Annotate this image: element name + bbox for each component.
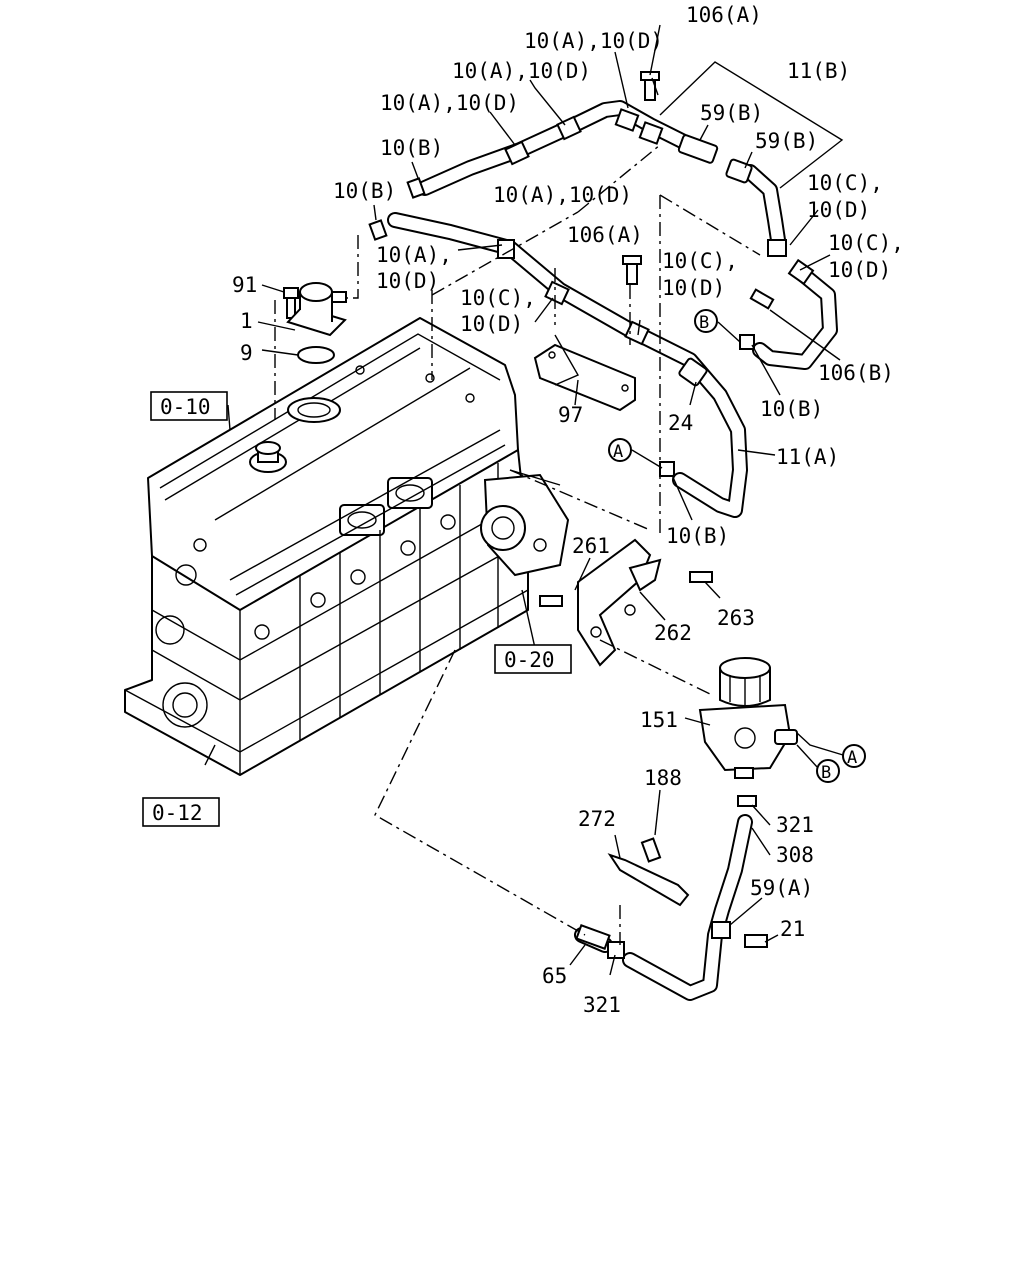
label-151: 151 bbox=[640, 708, 678, 732]
label-308: 308 bbox=[776, 843, 814, 867]
water-pump bbox=[480, 473, 570, 577]
label-261: 261 bbox=[572, 534, 610, 558]
callout-labels: 106(A) 10(A),10(D) 10(A),10(D) 10(A),10(… bbox=[232, 3, 904, 1017]
label-10a-left-a: 10(A), bbox=[376, 243, 452, 267]
svg-text:0-20: 0-20 bbox=[504, 648, 555, 672]
ref-box-0-10: 0-10 bbox=[150, 391, 228, 421]
label-10cd-3b: 10(D) bbox=[662, 276, 725, 300]
label-321-bot: 321 bbox=[583, 993, 621, 1017]
marker-a-left: A bbox=[608, 438, 632, 462]
label-10cd-1a: 10(C), bbox=[807, 171, 883, 195]
label-97: 97 bbox=[558, 403, 583, 427]
label-10cd-2b: 10(D) bbox=[828, 258, 891, 282]
label-1: 1 bbox=[240, 309, 253, 333]
fittings bbox=[283, 71, 815, 959]
marker-b-left: B bbox=[694, 309, 718, 333]
label-10ad-3: 10(A),10(D) bbox=[380, 91, 519, 115]
label-59b-1: 59(B) bbox=[700, 101, 763, 125]
label-10ad-2: 10(A),10(D) bbox=[452, 59, 591, 83]
label-10cd-4b: 10(D) bbox=[460, 312, 523, 336]
label-10ad-1: 10(A),10(D) bbox=[524, 29, 663, 53]
label-59b-2: 59(B) bbox=[755, 129, 818, 153]
connection-markers: A B A B bbox=[608, 309, 866, 783]
label-9: 9 bbox=[240, 341, 253, 365]
label-10b-4: 10(B) bbox=[666, 524, 729, 548]
label-106a-mid: 106(A) bbox=[567, 223, 643, 247]
ref-box-0-12: 0-12 bbox=[142, 797, 220, 827]
label-11b: 11(B) bbox=[787, 59, 850, 83]
label-188: 188 bbox=[644, 766, 682, 790]
label-321-top: 321 bbox=[776, 813, 814, 837]
marker-b-right: B bbox=[816, 759, 840, 783]
ref-box-0-20: 0-20 bbox=[494, 644, 572, 674]
label-106b: 106(B) bbox=[818, 361, 894, 385]
label-21: 21 bbox=[780, 917, 805, 941]
engine-block bbox=[124, 317, 570, 776]
label-10cd-4a: 10(C), bbox=[460, 286, 536, 310]
label-262: 262 bbox=[654, 621, 692, 645]
label-10b-3: 10(B) bbox=[760, 397, 823, 421]
coolant-filter bbox=[698, 657, 798, 779]
label-91: 91 bbox=[232, 273, 257, 297]
leader-lines bbox=[204, 24, 844, 976]
label-10cd-1b: 10(D) bbox=[807, 198, 870, 222]
label-272: 272 bbox=[578, 807, 616, 831]
svg-text:0-12: 0-12 bbox=[152, 801, 203, 825]
label-10cd-3a: 10(C), bbox=[662, 249, 738, 273]
label-10b-2: 10(B) bbox=[333, 179, 396, 203]
label-59a: 59(A) bbox=[750, 876, 813, 900]
svg-text:B: B bbox=[821, 763, 831, 783]
label-10b-1: 10(B) bbox=[380, 136, 443, 160]
svg-text:A: A bbox=[613, 442, 623, 462]
svg-text:A: A bbox=[847, 748, 857, 768]
svg-text:B: B bbox=[699, 313, 709, 333]
label-24: 24 bbox=[668, 411, 693, 435]
label-10cd-2a: 10(C), bbox=[828, 231, 904, 255]
label-10a-left-b: 10(D) bbox=[376, 269, 439, 293]
head-ports bbox=[249, 441, 433, 536]
svg-text:0-10: 0-10 bbox=[160, 395, 211, 419]
thermostat-housing bbox=[286, 282, 347, 337]
marker-a-right: A bbox=[842, 744, 866, 768]
label-65: 65 bbox=[542, 964, 567, 988]
reference-boxes: 0-10 0-20 0-12 bbox=[142, 391, 572, 827]
label-11a: 11(A) bbox=[776, 445, 839, 469]
label-10ad-4: 10(A),10(D) bbox=[493, 183, 632, 207]
label-263: 263 bbox=[717, 606, 755, 630]
label-106a-top: 106(A) bbox=[686, 3, 762, 27]
